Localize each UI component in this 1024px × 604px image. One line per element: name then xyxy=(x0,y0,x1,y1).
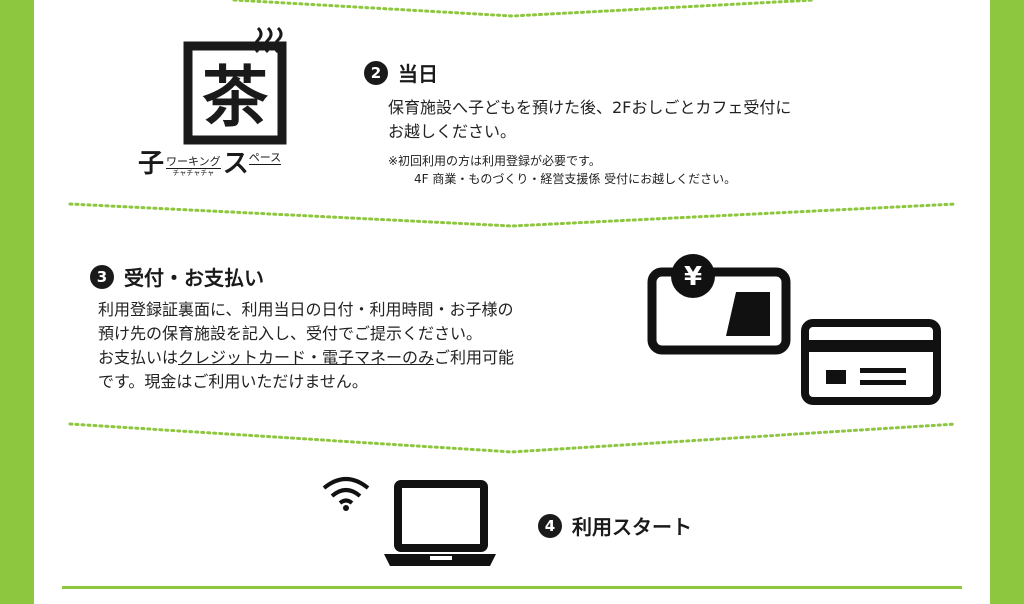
divider-2 xyxy=(68,422,958,454)
wifi-icon xyxy=(322,477,370,511)
step2-heading: 2 当日 xyxy=(364,58,438,87)
step2-text: 保育施設へ子どもを預けた後、2Fおしごとカフェ受付に お越しください。 xyxy=(388,96,791,144)
content-panel: 茶 子 ワーキング チャチャチャ ス ペース 2 当日 保育施設へ子どもを預けた… xyxy=(34,0,990,604)
step3-line4: です。現金はご利用いただけません。 xyxy=(98,372,368,391)
step3-line3-post: ご利用可能 xyxy=(434,348,515,367)
logo-space-label: ペース xyxy=(248,151,282,165)
step4-title: 利用スタート xyxy=(572,515,692,539)
divider-1 xyxy=(68,202,958,228)
step4-number: 4 xyxy=(538,513,562,538)
top-divider xyxy=(232,0,816,18)
credit-card-icon xyxy=(801,319,941,405)
laptop-icon xyxy=(384,480,496,566)
bottom-divider xyxy=(62,586,962,589)
step3-title: 受付・お支払い xyxy=(124,266,264,290)
step2-line2: お越しください。 xyxy=(388,122,517,141)
yen-symbol: ¥ xyxy=(684,262,702,292)
step3-heading: 3 受付・お支払い xyxy=(90,262,264,291)
logo-left-char: 子 xyxy=(138,149,165,179)
step3-line1: 利用登録証裏面に、利用当日の日付・利用時間・お子様の xyxy=(98,300,514,319)
step3-line3-pre: お支払いは xyxy=(98,348,179,367)
step4-heading: 4 利用スタート xyxy=(538,511,692,540)
logo-right-char: ス xyxy=(222,149,249,179)
step3-payment-methods: クレジットカード・電子マネーのみ xyxy=(178,348,435,367)
step2-title: 当日 xyxy=(398,62,438,86)
step3-number: 3 xyxy=(90,264,114,289)
logo-chachacha-label: チャチャチャ xyxy=(172,169,215,177)
step2-number: 2 xyxy=(364,60,388,85)
step3-text: 利用登録証裏面に、利用当日の日付・利用時間・お子様の 預け先の保育施設を記入し、… xyxy=(98,298,514,394)
logo-wordmark: 子 ワーキング チャチャチャ ス ペース xyxy=(138,149,282,179)
chacha-logo: 茶 xyxy=(183,26,287,145)
step2-note1: ※初回利用の方は利用登録が必要です。 xyxy=(388,154,601,168)
logo-kanji: 茶 xyxy=(202,59,269,136)
yen-card-icon: ¥ xyxy=(647,254,791,355)
step3-line3: お支払いはクレジットカード・電子マネーのみご利用可能 xyxy=(98,346,514,370)
step2-line1: 保育施設へ子どもを預けた後、2Fおしごとカフェ受付に xyxy=(388,98,792,117)
step2-note: ※初回利用の方は利用登録が必要です。 4F 商業・ものづくり・経営支援係 受付に… xyxy=(388,152,736,188)
step2-note2: 4F 商業・ものづくり・経営支援係 受付にお越しください。 xyxy=(414,172,737,186)
logo-working-label: ワーキング xyxy=(166,155,221,169)
step3-line2: 預け先の保育施設を記入し、受付でご提示ください。 xyxy=(98,324,483,343)
